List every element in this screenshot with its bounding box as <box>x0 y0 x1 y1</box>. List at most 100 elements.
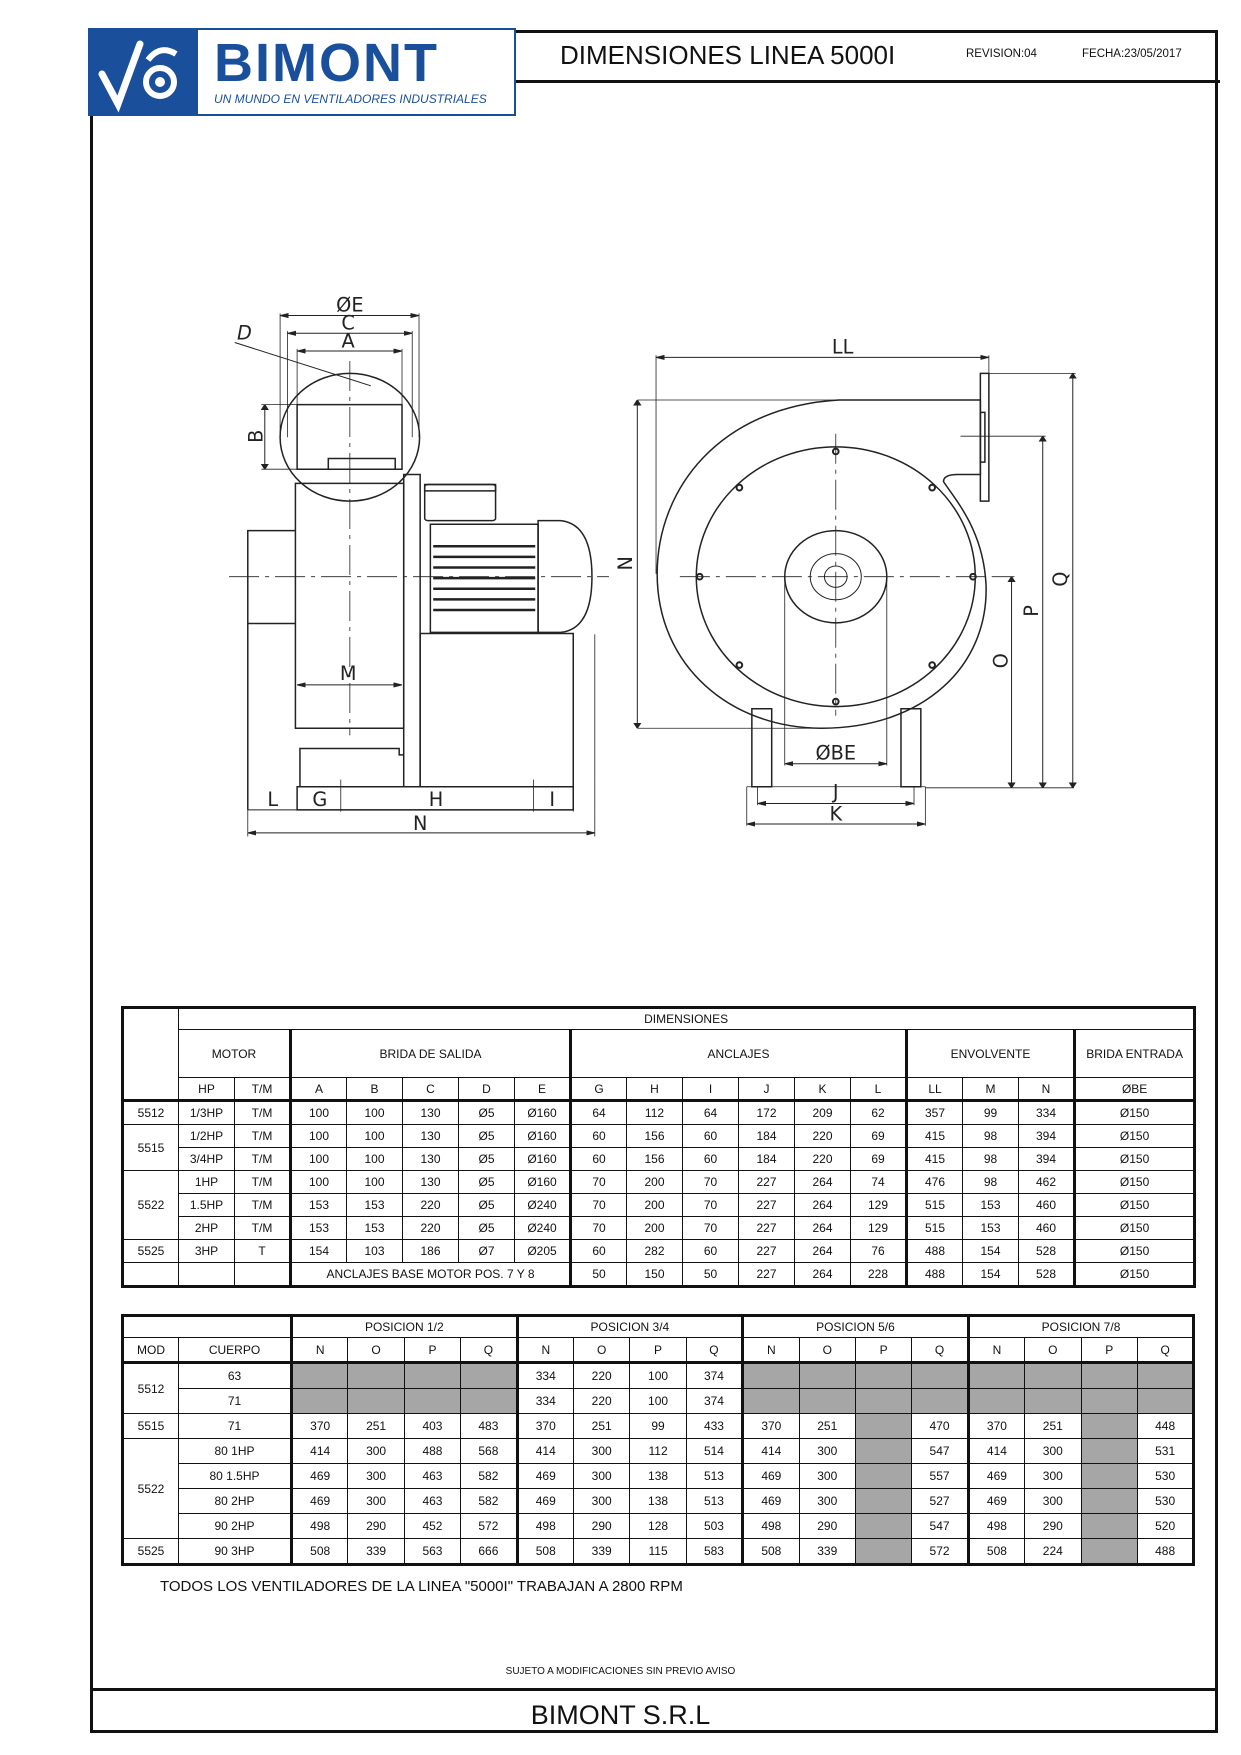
table-cell: 60 <box>569 1124 627 1148</box>
table-cell: 150 <box>626 1262 683 1287</box>
table-cell: 282 <box>626 1239 683 1263</box>
table-cell: 469 <box>515 1463 574 1489</box>
table-cell: T/M <box>234 1100 291 1125</box>
corner-cell <box>122 1315 292 1338</box>
table-cell: 220 <box>572 1388 631 1414</box>
table-cell: T/M <box>234 1216 291 1240</box>
group-header: POSICION 7/8 <box>966 1315 1195 1338</box>
table-cell: 156 <box>626 1124 683 1148</box>
table-cell: 50 <box>569 1262 627 1287</box>
empty-cell <box>1080 1438 1138 1464</box>
table-cell: T/M <box>234 1170 291 1194</box>
table-cell: 154 <box>289 1239 347 1263</box>
label-G: G <box>312 788 327 811</box>
table-cell: 153 <box>346 1193 403 1217</box>
table-cell: 60 <box>682 1239 739 1263</box>
table-cell: 448 <box>1136 1413 1195 1439</box>
document-title: DIMENSIONES LINEA 5000I <box>560 40 896 70</box>
cuerpo-cell: 71 <box>178 1413 292 1439</box>
model-cell: 5512 <box>122 1362 179 1414</box>
table-cell: 498 <box>966 1513 1026 1539</box>
table-cell <box>234 1262 291 1287</box>
table-cell: 572 <box>911 1538 969 1565</box>
label-B: B <box>245 430 268 443</box>
table-cell: 469 <box>966 1463 1026 1489</box>
column-header: G <box>569 1077 627 1102</box>
table-cell: 227 <box>738 1216 795 1240</box>
model-cell: 5522 <box>122 1170 179 1240</box>
table-cell: 138 <box>629 1463 687 1489</box>
table-cell: 251 <box>347 1413 405 1439</box>
logo: BIMONT UN MUNDO EN VENTILADORES INDUSTRI… <box>88 28 516 116</box>
column-header: H <box>626 1077 683 1102</box>
corner-cell <box>122 1007 179 1102</box>
table-cell: 264 <box>794 1193 851 1217</box>
table-cell: 227 <box>738 1170 795 1194</box>
table-cell: 547 <box>911 1438 969 1464</box>
table-cell: 1/3HP <box>178 1100 235 1125</box>
logo-name: BIMONT <box>214 33 439 93</box>
table-cell: 1/2HP <box>178 1124 235 1148</box>
table-cell: 515 <box>905 1216 963 1240</box>
table-cell: 463 <box>403 1463 462 1489</box>
column-header: E <box>514 1077 571 1102</box>
table-cell: 414 <box>515 1438 574 1464</box>
label-BE: ØBE <box>815 741 856 764</box>
table-cell: 153 <box>289 1193 347 1217</box>
column-header: L <box>850 1077 907 1102</box>
empty-cell <box>1024 1362 1082 1389</box>
label-N-side: N <box>413 812 427 835</box>
table-cell: 514 <box>685 1438 744 1464</box>
table-cell: 370 <box>741 1413 800 1439</box>
table-cell: 60 <box>682 1124 739 1148</box>
table-cell: 251 <box>1024 1413 1082 1439</box>
cuerpo-cell: 71 <box>178 1388 292 1414</box>
empty-cell <box>1080 1362 1138 1389</box>
table-cell: 70 <box>569 1216 627 1240</box>
table-cell: 98 <box>962 1170 1019 1194</box>
table-cell: 300 <box>572 1488 631 1514</box>
table-cell: 414 <box>289 1438 349 1464</box>
table-cell: 666 <box>460 1538 518 1565</box>
table-title: DIMENSIONES <box>177 1007 1196 1030</box>
table-cell: 153 <box>962 1193 1019 1217</box>
empty-cell <box>854 1513 913 1539</box>
column-header: CUERPO <box>178 1337 292 1364</box>
table-cell: Ø5 <box>458 1170 515 1194</box>
table-cell: 200 <box>626 1170 683 1194</box>
table-cell: 224 <box>1024 1538 1082 1565</box>
table-cell: 334 <box>1018 1100 1075 1125</box>
table-cell: 374 <box>685 1388 744 1414</box>
table-cell: 527 <box>911 1488 969 1514</box>
label-K: K <box>829 803 843 826</box>
group-header: ENVOLVENTE <box>905 1029 1075 1078</box>
table-cell: 508 <box>289 1538 349 1565</box>
table-cell: 220 <box>402 1193 459 1217</box>
empty-cell <box>460 1388 518 1414</box>
table-cell: 130 <box>402 1100 459 1125</box>
column-header: O <box>798 1337 856 1364</box>
table-cell: 460 <box>1018 1193 1075 1217</box>
empty-cell <box>403 1362 462 1389</box>
table-cell: 209 <box>794 1100 851 1125</box>
table-cell: 503 <box>685 1513 744 1539</box>
table-cell: Ø150 <box>1072 1147 1196 1171</box>
group-header: BRIDA ENTRADA <box>1072 1029 1196 1078</box>
table-cell: Ø160 <box>514 1124 571 1148</box>
footer-company: BIMONT S.R.L <box>530 1700 711 1730</box>
table-cell: 64 <box>682 1100 739 1125</box>
group-header: ANCLAJES <box>569 1029 907 1078</box>
column-header: O <box>1024 1337 1082 1364</box>
table-cell: 290 <box>347 1513 405 1539</box>
column-header: J <box>738 1077 795 1102</box>
column-header: K <box>794 1077 851 1102</box>
table-cell: 415 <box>905 1124 963 1148</box>
table-cell: Ø5 <box>458 1100 515 1125</box>
rpm-note: TODOS LOS VENTILADORES DE LA LINEA "5000… <box>160 1578 683 1595</box>
fan-technical-drawing: ØE C A D B M L G H I N LL N ØBE J K O P … <box>220 294 1100 840</box>
label-N-front: N <box>612 556 635 570</box>
column-header: T/M <box>234 1077 291 1102</box>
